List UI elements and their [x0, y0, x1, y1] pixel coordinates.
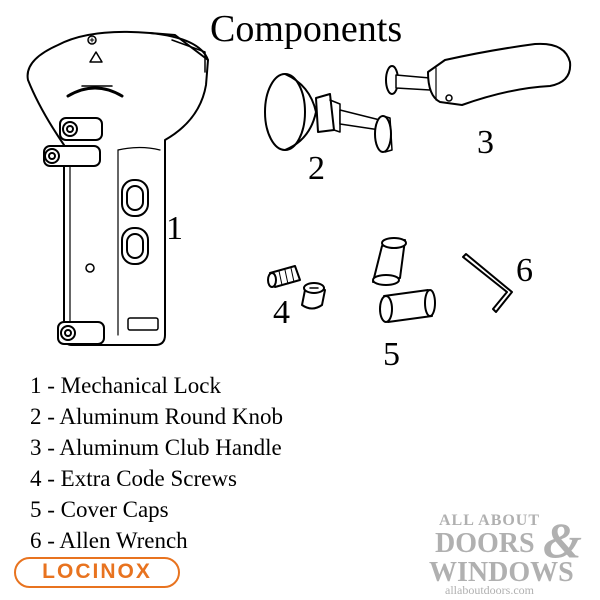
legend-item: 4 - Extra Code Screws: [30, 466, 237, 491]
component-legend: 1 - Mechanical Lock 2 - Aluminum Round K…: [30, 370, 283, 556]
callout-4: 4: [273, 294, 290, 331]
locinox-logo: LOCINOX: [14, 557, 180, 588]
club-handle-drawing: [385, 42, 572, 106]
legend-item: 1 - Mechanical Lock: [30, 373, 221, 398]
legend-item: 5 - Cover Caps: [30, 497, 169, 522]
watermark-line3: WINDOWS: [429, 557, 574, 588]
callout-1: 1: [166, 210, 183, 247]
callout-6: 6: [516, 252, 533, 289]
legend-item: 6 - Allen Wrench: [30, 528, 188, 553]
page-title: Components: [210, 8, 403, 50]
callout-3: 3: [477, 124, 494, 161]
code-screws-drawing: [267, 265, 326, 310]
allaboutdoors-watermark: ALL ABOUT DOORS & WINDOWS allaboutdoors.…: [429, 512, 582, 595]
watermark-url: allaboutdoors.com: [445, 583, 535, 595]
callout-2: 2: [308, 150, 325, 187]
allen-wrench-drawing: [462, 253, 513, 313]
callout-5: 5: [383, 336, 400, 373]
round-knob-drawing: [264, 73, 393, 153]
watermark-line1: ALL ABOUT: [439, 512, 540, 529]
legend-item: 3 - Aluminum Club Handle: [30, 435, 282, 460]
cover-caps-drawing: [372, 237, 436, 323]
watermark-line2: DOORS: [435, 528, 535, 559]
mechanical-lock-drawing: [26, 30, 209, 346]
legend-item: 2 - Aluminum Round Knob: [30, 404, 284, 429]
watermark-ampersand: &: [543, 512, 582, 568]
